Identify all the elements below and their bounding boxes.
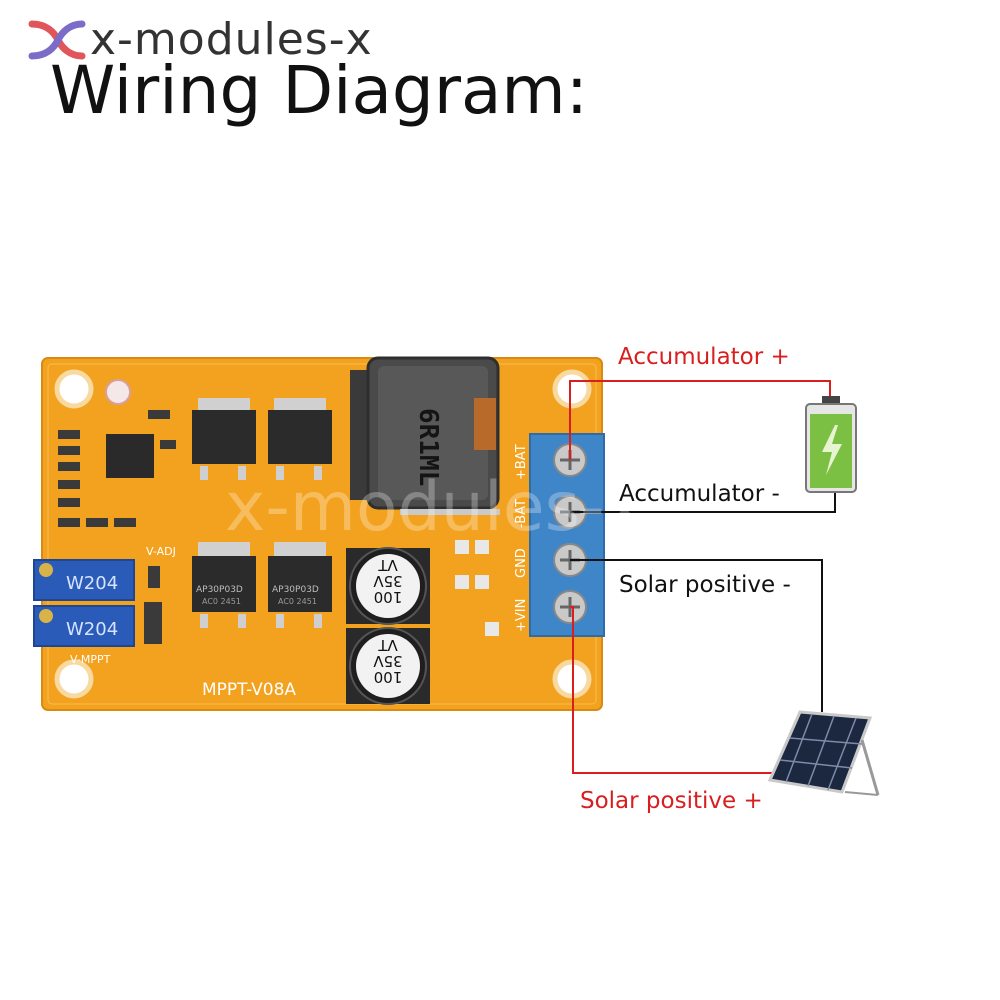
potentiometer-2: W204: [33, 605, 135, 647]
cap-1-series: VT: [377, 556, 397, 574]
terminal-label-bat-neg: -BAT: [514, 499, 529, 528]
watermark: x-modules-x: [225, 468, 645, 547]
battery-icon: [805, 396, 857, 493]
wires: [569, 380, 836, 774]
board-model: MPPT-V08A: [202, 680, 296, 700]
cap-2-value: 100: [374, 668, 403, 686]
label-accumulator-negative: Accumulator -: [619, 481, 780, 507]
potentiometer-1: W204: [33, 559, 135, 601]
v-mppt-label: V-MPPT: [70, 653, 111, 666]
page-title: Wiring Diagram:: [50, 52, 588, 129]
pcb-board: W204 W204 V-ADJ V-MPPT AP30P03D AC0 2451: [33, 356, 603, 711]
wire-accumulator-positive: [569, 380, 831, 460]
solar-panel-icon: [767, 710, 880, 796]
pot-2-label: W204: [66, 619, 118, 640]
ic-chip: [106, 434, 154, 478]
v-adj-label: V-ADJ: [146, 545, 176, 558]
capacitor-1: 100 35V VT: [346, 547, 430, 625]
pot-1-label: W204: [66, 573, 118, 594]
mosfet-1-sub: AC0 2451: [202, 597, 241, 606]
led: [105, 379, 131, 405]
inductor-label: 6R1ML: [413, 408, 443, 486]
label-solar-positive: Solar positive +: [580, 788, 763, 814]
mosfet-1-label: AP30P03D: [196, 585, 243, 595]
wire-solar-positive: [570, 606, 776, 774]
label-accumulator-positive: Accumulator +: [618, 344, 790, 370]
smd-components: [58, 410, 499, 644]
mosfet-top-1: [192, 398, 256, 480]
cap-1-voltage: 35V: [373, 572, 403, 590]
mosfet-bottom-2: AP30P03D AC0 2451: [268, 542, 332, 628]
cap-2-voltage: 35V: [373, 652, 403, 670]
brand-name: x-modules-x: [90, 14, 373, 65]
mosfet-top-2: [268, 398, 332, 480]
cap-1-value: 100: [374, 588, 403, 606]
mosfet-2-label: AP30P03D: [272, 585, 319, 595]
brand-x-icon: [28, 20, 86, 60]
cap-2-series: VT: [377, 636, 397, 654]
wire-solar-negative: [570, 559, 823, 712]
terminal-label-vin: +VIN: [514, 599, 529, 632]
terminal-label-bat-pos: +BAT: [514, 444, 529, 480]
mosfet-2-sub: AC0 2451: [278, 597, 317, 606]
terminal-label-gnd: GND: [514, 548, 529, 578]
brand-logo: x-modules-x: [28, 18, 373, 62]
terminal-block: [529, 433, 605, 637]
mosfet-bottom-1: AP30P03D AC0 2451: [192, 542, 256, 628]
capacitor-2: 100 35V VT: [346, 627, 430, 705]
wire-accumulator-negative: [570, 490, 836, 513]
label-solar-negative: Solar positive -: [619, 572, 791, 598]
inductor: 6R1ML: [350, 356, 500, 515]
